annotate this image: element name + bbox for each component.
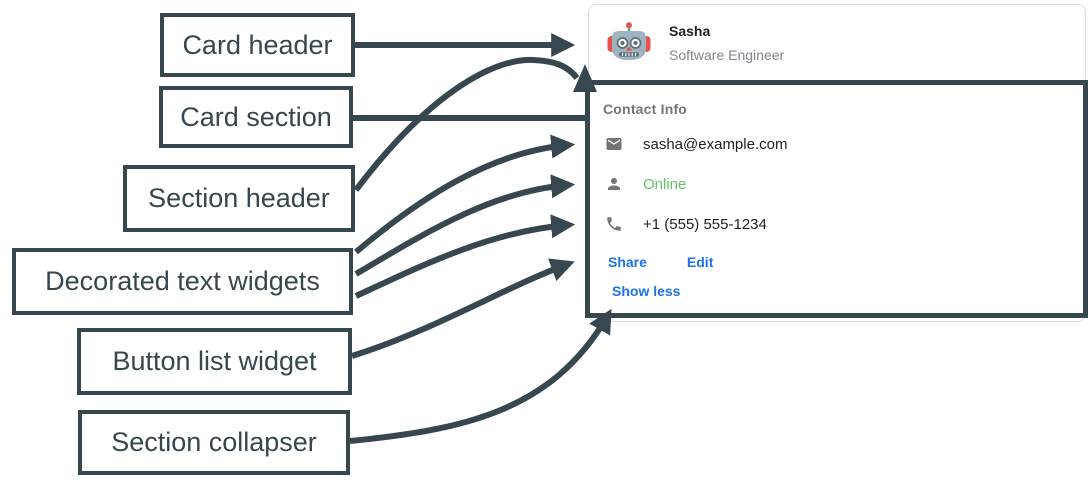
card-header: Sasha Software Engineer [589,5,1085,81]
decorated-text-widget-phone: +1 (555) 555-1234 [605,215,767,233]
edit-button[interactable]: Edit [686,254,714,270]
mail-icon [606,138,622,150]
email-text: sasha@example.com [643,135,788,153]
card-title: Sasha [669,23,711,39]
robot-avatar-icon [607,22,651,60]
status-text: Online [643,175,687,193]
label-card-header: Card header [160,13,355,77]
arrow-button-list [351,258,575,359]
label-decorated-text-widgets: Decorated text widgets [12,248,353,315]
arrow-decorated-text-1 [354,134,576,255]
phone-text: +1 (555) 555-1234 [643,215,767,233]
phone-icon [607,217,621,231]
section-header: Contact Info [603,101,688,117]
person-icon [608,178,620,190]
arrow-section-collapser [349,308,612,444]
card-section: Contact Info sasha@example.com Online +1… [585,80,1088,318]
share-button[interactable]: Share [608,254,647,270]
decorated-text-widget-status: Online [605,175,686,193]
label-button-list-widget: Button list widget [77,328,352,395]
arrow-decorated-text-3 [354,214,576,299]
decorated-text-widget-email: sasha@example.com [605,135,787,153]
section-collapser[interactable]: Show less [612,283,681,299]
label-section-collapser: Section collapser [78,410,350,475]
card-header-text: Sasha Software Engineer [669,23,784,63]
arrow-decorated-text-2 [354,174,576,277]
button-list-widget: Share Edit [608,254,713,270]
card-subtitle: Software Engineer [669,47,785,63]
label-section-header: Section header [123,165,355,232]
arrow-section-header [353,56,580,192]
label-card-section: Card section [159,86,353,148]
